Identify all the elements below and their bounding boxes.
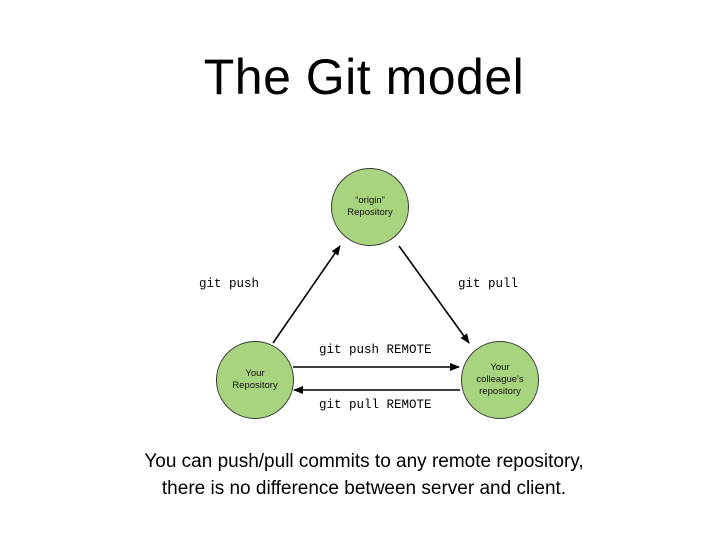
node-origin: “origin” Repository <box>331 168 409 246</box>
node-colleague-repository: Your colleague's repository <box>461 341 539 419</box>
edge-label-git-push-remote: git push REMOTE <box>319 343 432 357</box>
node-your-repository-label: Your Repository <box>232 368 278 391</box>
node-origin-label: “origin” Repository <box>347 195 393 218</box>
node-colleague-repository-label: Your colleague's repository <box>476 362 524 397</box>
node-your-repository: Your Repository <box>216 341 294 419</box>
git-model-diagram: “origin” Repository Your Repository Your… <box>0 140 728 430</box>
page-title: The Git model <box>203 49 525 105</box>
caption-line-1: You can push/pull commits to any remote … <box>144 451 584 472</box>
arrow-git-push <box>272 245 341 344</box>
diagram-arrows <box>272 245 470 394</box>
edge-label-git-pull: git pull <box>458 277 519 291</box>
edge-label-git-pull-remote: git pull REMOTE <box>319 398 432 412</box>
edge-label-git-push: git push <box>199 277 260 291</box>
arrow-git-pull <box>398 245 470 344</box>
caption-line-2: there is no difference between server an… <box>161 478 567 499</box>
slide-caption: You can push/pull commits to any remote … <box>44 448 684 502</box>
